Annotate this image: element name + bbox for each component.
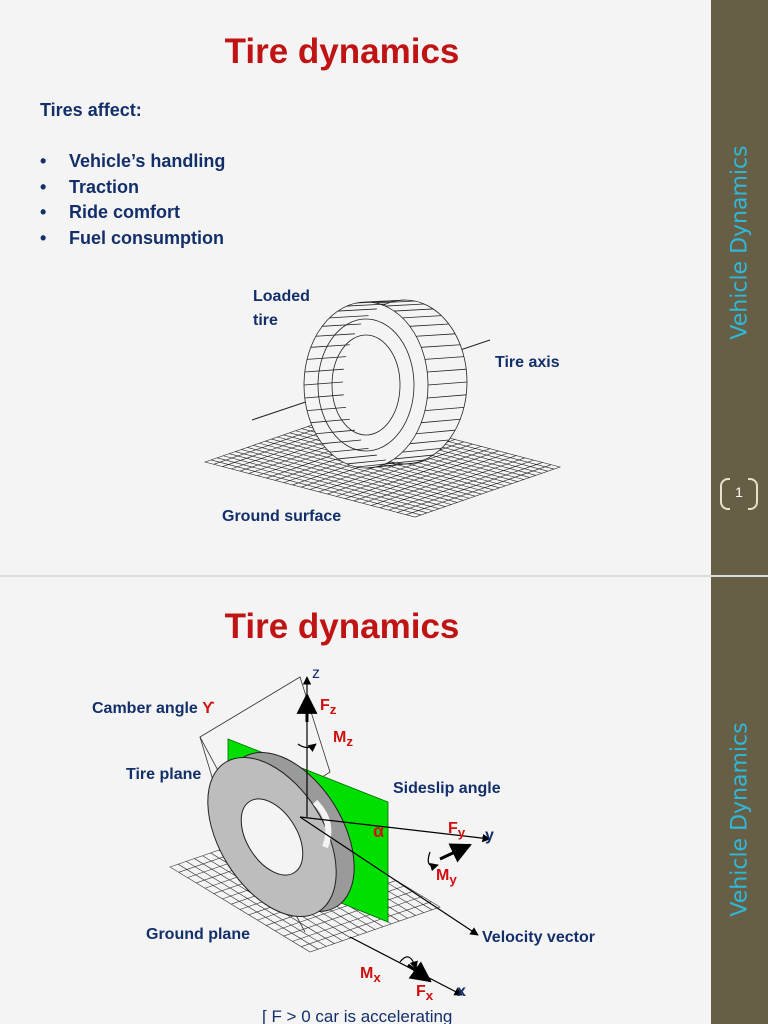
sideslip-angle-label: Sideslip angle [393,780,501,797]
ground-plane-label: Ground plane [146,926,250,943]
lead-text: Tires affect: [40,100,142,120]
sidebar: Vehicle Dynamics 1 [711,0,768,576]
list-item: •Ride comfort [40,202,181,222]
slide-2: Tire dynamics [0,577,768,1024]
sidebar-title: Vehicle Dynamics [727,145,752,340]
ground-surface-label: Ground surface [222,508,342,525]
z-axis-label: z [312,665,320,682]
loaded-tire-label-2: tire [253,312,278,329]
tire-drawing [303,299,468,469]
force-arrows [296,692,472,983]
axes [297,676,491,996]
mx-label: Mx [360,965,381,986]
bullet-list: •Vehicle’s handling •Traction •Ride comf… [40,149,225,251]
ground-grid [203,411,562,518]
page-number: 1 [719,475,759,510]
slide-1: Tire dynamics Tires affect: •Vehicle’s h… [0,0,768,576]
x-axis-label: x [457,983,466,1000]
fx-label: Fx [416,983,434,1004]
list-item: •Vehicle’s handling [40,151,226,171]
camber-angle-label: Camber angle ϒ [92,700,215,717]
my-label: My [436,867,457,888]
alpha-symbol: α [373,821,385,841]
mz-label: Mz [333,729,353,750]
slide-title: Tire dynamics [224,32,460,71]
fz-label: Fz [320,697,337,718]
loaded-tire-label: Loaded [253,288,310,305]
tire-axis-label: Tire axis [495,354,560,371]
list-item: •Traction [40,176,140,197]
tire-forces-figure [169,676,491,996]
y-axis-label: y [485,827,494,844]
tire-body [207,751,355,918]
tire-plane-label: Tire plane [126,766,202,783]
loaded-tire-figure [203,299,562,518]
sidebar: Vehicle Dynamics [711,577,768,1024]
slide-divider [0,575,768,577]
sidebar-title: Vehicle Dynamics [727,722,752,917]
acceleration-note: [ F > 0 car is accelerating [262,1007,453,1024]
list-item: •Fuel consumption [40,227,224,248]
slide-title: Tire dynamics [224,607,460,646]
fy-label: Fy [448,820,466,841]
velocity-vector-label: Velocity vector [482,929,595,946]
